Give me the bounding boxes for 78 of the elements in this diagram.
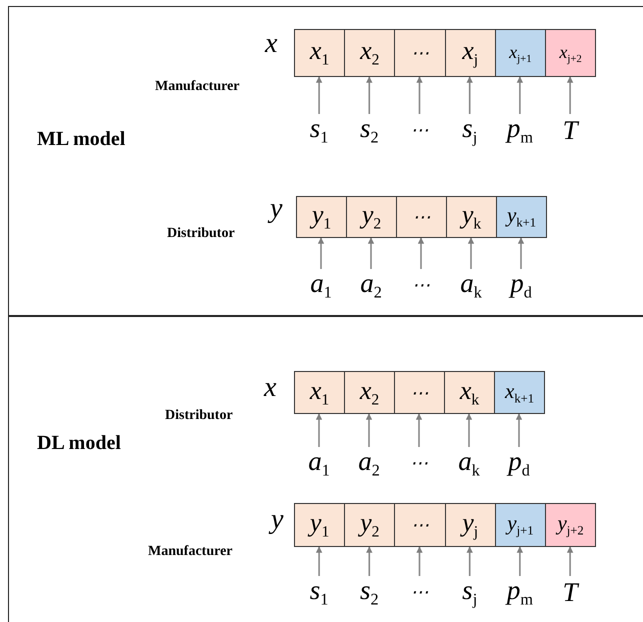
agent-label: Distributor <box>165 408 233 424</box>
arrow <box>368 237 374 269</box>
row-variable: x <box>264 372 276 404</box>
input-symbol: s$_{2}$ <box>349 576 390 608</box>
sequence-cell: x$_{2}$ <box>344 371 395 414</box>
arrow <box>318 237 324 269</box>
sequence-cell: y$_{1}$ <box>296 196 347 238</box>
arrow <box>516 413 522 447</box>
sequence-cell: x$_{j+1}$ <box>494 29 546 77</box>
sequence-cell: y$_{1}$ <box>294 503 346 547</box>
arrow <box>468 237 474 269</box>
agent-label: Distributor <box>167 226 235 242</box>
row-variable: y <box>271 504 284 536</box>
input-symbol: T <box>550 576 590 608</box>
arrow <box>316 76 322 114</box>
input-symbol: a$_{1}$ <box>299 447 339 479</box>
sequence-cell: x$_{j}$ <box>444 29 496 77</box>
arrow <box>366 413 372 447</box>
sequence-cell: x$_{k+1}$ <box>494 371 545 414</box>
sequence-cell: x$_{1}$ <box>294 29 346 77</box>
arrow <box>516 546 524 576</box>
input-symbol: p$_{m}$ <box>500 114 540 146</box>
arrow <box>366 76 372 114</box>
arrow <box>466 76 473 114</box>
arrow <box>466 413 472 447</box>
sequence-cell: ⋯ <box>394 503 446 547</box>
sequence-cell: ⋯ <box>394 29 446 77</box>
arrow <box>566 546 574 576</box>
input-symbol: ⋯ <box>399 447 439 479</box>
row-variable: x <box>265 28 278 60</box>
input-symbol: s$_{j}$ <box>450 576 490 608</box>
input-symbol: s$_{j}$ <box>450 114 490 146</box>
sequence-cell: y$_{j+2}$ <box>545 503 596 547</box>
agent-label: Manufacturer <box>148 544 232 560</box>
sequence-cell: ⋯ <box>394 371 445 414</box>
sequence-cell: ⋯ <box>396 196 447 238</box>
sequence-cell: y$_{k}$ <box>446 196 497 238</box>
sequence-cell: y$_{2}$ <box>344 503 396 547</box>
input-symbol: s$_{1}$ <box>299 576 340 608</box>
input-symbol: p$_{d}$ <box>501 269 541 301</box>
arrow <box>316 413 322 447</box>
input-symbol: s$_{1}$ <box>299 114 340 146</box>
sequence-cell: x$_{2}$ <box>344 29 396 77</box>
sequence-cell: x$_{j+2}$ <box>545 29 596 77</box>
model-panel <box>8 316 643 622</box>
sequence-cell: y$_{j+1}$ <box>494 503 546 547</box>
input-symbol: ⋯ <box>399 576 440 608</box>
input-symbol: p$_{m}$ <box>500 576 540 608</box>
input-symbol: T <box>550 114 590 146</box>
input-symbol: a$_{k}$ <box>449 447 489 479</box>
arrow <box>366 546 372 576</box>
sequence-cell: y$_{j}$ <box>444 503 496 547</box>
input-symbol: a$_{1}$ <box>301 269 341 301</box>
arrow <box>416 546 423 576</box>
arrow <box>518 237 524 269</box>
arrow <box>566 76 574 114</box>
input-symbol: s$_{2}$ <box>349 114 390 146</box>
model-panel <box>8 6 643 316</box>
panel-title: DL model <box>37 432 121 455</box>
row-variable: y <box>270 193 282 225</box>
agent-label: Manufacturer <box>155 79 240 95</box>
panel-title: ML model <box>37 128 126 151</box>
input-symbol: a$_{2}$ <box>351 269 391 301</box>
input-symbol: ⋯ <box>401 269 441 301</box>
arrow <box>516 76 524 114</box>
sequence-cell: x$_{k}$ <box>444 371 495 414</box>
input-symbol: p$_{d}$ <box>499 447 539 479</box>
input-symbol: a$_{k}$ <box>451 269 491 301</box>
arrow <box>416 413 422 447</box>
input-symbol: a$_{2}$ <box>349 447 389 479</box>
sequence-cell: x$_{1}$ <box>294 371 345 414</box>
arrow <box>418 237 424 269</box>
input-symbol: ⋯ <box>399 114 440 146</box>
sequence-cell: y$_{k+1}$ <box>496 196 547 238</box>
arrow <box>316 546 322 576</box>
sequence-cell: y$_{2}$ <box>346 196 397 238</box>
arrow <box>416 76 423 114</box>
arrow <box>466 546 473 576</box>
